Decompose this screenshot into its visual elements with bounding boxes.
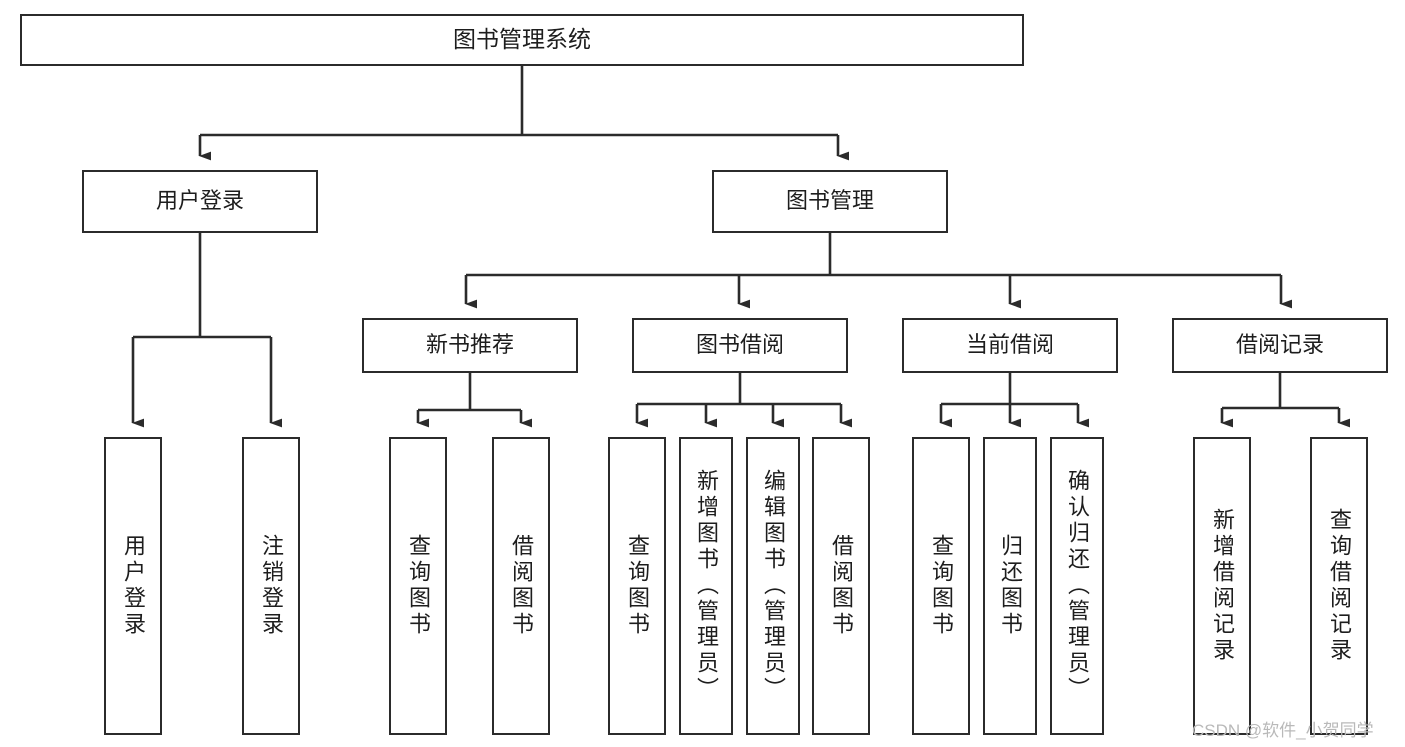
csdn-watermark: CSDN @软件_小贺同学 [1192, 721, 1374, 740]
node-label: 图书管理系统 [453, 26, 591, 53]
node-label: 查询图书 [406, 534, 431, 638]
node-borrow-records[interactable]: 借阅记录 [1172, 318, 1388, 373]
node-label: 确认归还（管理员） [1065, 469, 1090, 703]
leaf-add-book-admin[interactable]: 新增图书（管理员） [679, 437, 733, 735]
leaf-user-login[interactable]: 用户登录 [104, 437, 162, 735]
leaf-add-borrow-record[interactable]: 新增借阅记录 [1193, 437, 1251, 735]
node-book-management[interactable]: 图书管理 [712, 170, 948, 233]
node-label: 查询图书 [625, 534, 650, 638]
node-label: 借阅记录 [1235, 332, 1324, 358]
node-label: 归还图书 [998, 534, 1023, 638]
node-label: 新增借阅记录 [1210, 508, 1235, 664]
leaf-borrow-book[interactable]: 借阅图书 [812, 437, 870, 735]
node-label: 图书借阅 [695, 332, 784, 358]
node-label: 新书推荐 [425, 332, 514, 358]
node-new-book-recommend[interactable]: 新书推荐 [362, 318, 578, 373]
leaf-query-borrow-record[interactable]: 查询借阅记录 [1310, 437, 1368, 735]
node-label: 编辑图书（管理员） [761, 469, 786, 703]
leaf-logout[interactable]: 注销登录 [242, 437, 300, 735]
node-current-borrow[interactable]: 当前借阅 [902, 318, 1118, 373]
leaf-confirm-return-admin[interactable]: 确认归还（管理员） [1050, 437, 1104, 735]
node-label: 用户登录 [155, 188, 244, 214]
node-label: 当前借阅 [965, 332, 1054, 358]
leaf-query-book-current[interactable]: 查询图书 [912, 437, 970, 735]
leaf-query-book-recommend[interactable]: 查询图书 [389, 437, 447, 735]
node-label: 查询图书 [929, 534, 954, 638]
node-root-book-management-system[interactable]: 图书管理系统 [20, 14, 1024, 66]
leaf-return-book[interactable]: 归还图书 [983, 437, 1037, 735]
node-label: 新增图书（管理员） [694, 469, 719, 703]
node-label: 借阅图书 [829, 534, 854, 638]
node-label: 借阅图书 [509, 534, 534, 638]
leaf-edit-book-admin[interactable]: 编辑图书（管理员） [746, 437, 800, 735]
node-label: 查询借阅记录 [1327, 508, 1352, 664]
node-user-login[interactable]: 用户登录 [82, 170, 318, 233]
leaf-borrow-book-recommend[interactable]: 借阅图书 [492, 437, 550, 735]
node-label: 注销登录 [259, 534, 284, 638]
node-label: 用户登录 [121, 534, 146, 638]
node-book-borrow[interactable]: 图书借阅 [632, 318, 848, 373]
node-label: 图书管理 [785, 188, 874, 214]
leaf-query-book-borrow[interactable]: 查询图书 [608, 437, 666, 735]
